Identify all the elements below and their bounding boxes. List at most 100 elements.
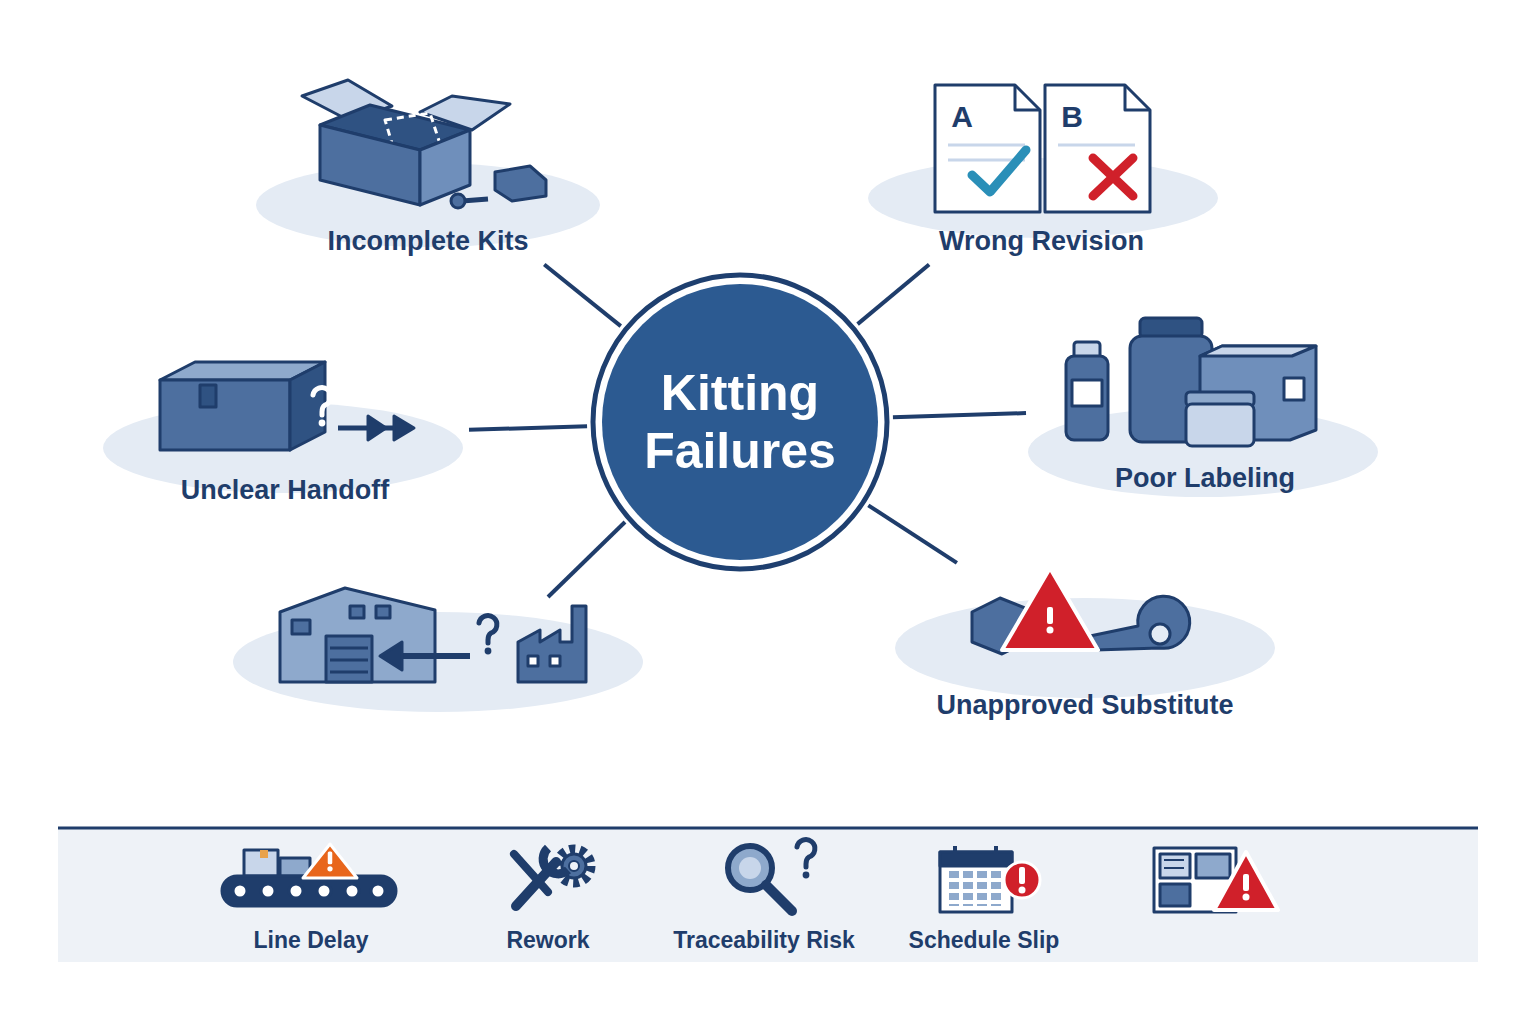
panel-icon <box>1154 848 1278 912</box>
conveyor-icon <box>261 884 275 898</box>
substitute-icon <box>1150 624 1170 644</box>
failure-node: Unclear Handoff <box>105 360 465 510</box>
handoff-icon <box>160 380 290 450</box>
rework-icon <box>514 854 548 892</box>
node-label: Wrong Revision <box>939 226 1144 257</box>
exclamation-mark <box>1019 867 1026 894</box>
conveyor-icon <box>317 884 331 898</box>
exclamation-mark <box>327 852 332 872</box>
spoke-line <box>469 426 587 429</box>
failure-node: Unapproved Substitute <box>895 565 1275 727</box>
calendar-icon <box>994 846 998 858</box>
warehouse-icon <box>330 647 368 650</box>
revision-letter: B <box>1061 100 1083 134</box>
failure-node: Wrong Revision <box>868 80 1215 262</box>
exclamation-mark <box>1047 607 1054 634</box>
node-label: Unapproved Substitute <box>936 690 1233 721</box>
containers-icon <box>1284 378 1304 400</box>
warehouse-icon <box>280 588 435 682</box>
conveyor-icon <box>371 884 385 898</box>
document-icon <box>935 85 1040 212</box>
open-box-icon <box>451 194 465 208</box>
document-icon <box>1125 85 1150 110</box>
calendar-icon <box>946 870 1002 906</box>
containers-icon <box>1066 318 1316 446</box>
warehouse-icon <box>528 656 538 666</box>
node-label: Poor Labeling <box>1115 463 1295 494</box>
panel-icon <box>1196 854 1230 878</box>
panel-icon <box>1164 859 1184 861</box>
calendar-icon <box>1004 862 1040 898</box>
calendar-icon <box>940 852 1012 912</box>
node-label: Incomplete Kits <box>327 226 528 257</box>
warehouse-icon <box>326 636 372 682</box>
document-icon <box>1093 158 1133 196</box>
node-ground <box>103 158 1378 712</box>
handoff-icon <box>394 416 414 440</box>
conveyor-icon <box>345 884 359 898</box>
warehouse-icon <box>280 588 586 682</box>
panel-icon <box>1214 852 1278 910</box>
spoke-line <box>858 265 930 325</box>
question-mark <box>479 616 497 655</box>
warehouse-icon <box>380 642 402 670</box>
panel-icon <box>1160 884 1190 906</box>
rework-icon <box>543 848 568 874</box>
warehouse-icon <box>350 606 364 618</box>
impact-label: Schedule Slip <box>909 927 1060 954</box>
containers-icon <box>1186 404 1254 446</box>
document-icon <box>935 85 1150 212</box>
warehouse-icon <box>550 656 560 666</box>
spoke-line <box>868 505 957 563</box>
conveyor-icon <box>303 844 357 878</box>
impact-label: Traceability Risk <box>673 927 855 954</box>
panel-icon <box>1160 854 1190 878</box>
handoff-icon <box>290 362 325 450</box>
node-label: Unclear Handoff <box>181 475 390 506</box>
conveyor-icon <box>222 844 396 906</box>
warehouse-icon <box>292 620 310 634</box>
handoff-icon <box>368 416 386 440</box>
warehouse-icon <box>398 653 470 659</box>
warehouse-icon <box>330 671 368 674</box>
warehouse-icon <box>376 606 390 618</box>
exclamation-mark <box>1243 874 1250 901</box>
spoke-line <box>893 413 1026 417</box>
document-icon <box>948 144 1025 147</box>
document-icon <box>972 150 1026 192</box>
question-mark <box>313 388 331 427</box>
hub-circle: Kitting Failures <box>590 272 890 572</box>
calendar-icon <box>940 852 1012 866</box>
open-box-icon <box>302 80 546 208</box>
document-icon <box>1015 85 1040 110</box>
impact-band <box>58 828 1478 962</box>
containers-icon <box>1200 346 1316 356</box>
conveyor-icon <box>244 850 278 876</box>
warehouse-icon <box>330 659 368 662</box>
substitute-icon <box>1090 596 1190 650</box>
calendar-icon <box>953 846 957 858</box>
rework-icon <box>569 861 579 871</box>
hub-ring <box>593 275 887 569</box>
substitute-icon <box>972 568 1190 654</box>
hub-fill <box>602 284 878 560</box>
magnifier-icon <box>728 846 792 911</box>
conveyor-icon <box>260 850 268 858</box>
containers-icon <box>1066 356 1108 440</box>
impact-label: Line Delay <box>253 927 368 954</box>
open-box-icon <box>420 130 470 205</box>
document-icon <box>1045 85 1150 212</box>
handoff-icon <box>160 362 414 450</box>
question-mark <box>797 840 815 879</box>
calendar-icon <box>940 846 1040 912</box>
containers-icon <box>1072 380 1102 406</box>
conveyor-icon <box>233 884 247 898</box>
failure-node: Incomplete Kits <box>256 80 600 262</box>
handoff-icon <box>200 385 216 407</box>
document-icon <box>1058 144 1135 147</box>
revision-letter: A <box>951 100 973 134</box>
impact-label: Rework <box>506 927 589 954</box>
magnifier-icon <box>739 857 761 879</box>
